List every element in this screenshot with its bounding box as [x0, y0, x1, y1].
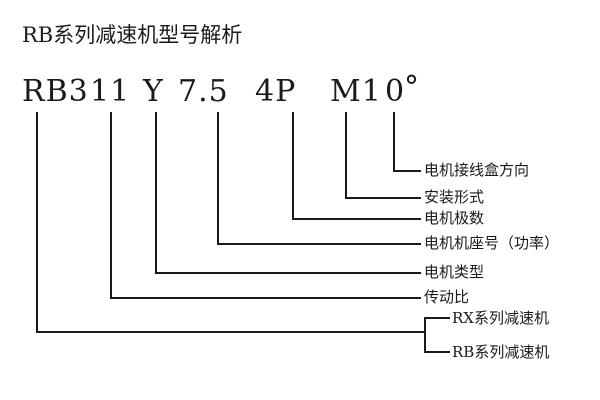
degree-sign-icon: °	[404, 70, 420, 105]
leader-vline-poles	[292, 112, 294, 220]
series-label-rb: RB系列减速机	[452, 343, 550, 361]
callout-label-motor-type: 电机类型	[424, 263, 485, 281]
model-token-mounting: M1	[330, 74, 382, 109]
callout-label-ratio: 传动比	[424, 288, 470, 306]
callout-label-mounting: 安装形式	[424, 188, 485, 206]
leader-hline-series	[36, 331, 426, 333]
label-dash-terminal-box-angle	[404, 170, 421, 172]
leader-hline-poles	[292, 218, 421, 220]
series-bracket-hline-rb	[424, 351, 450, 353]
callout-label-frame-size: 电机机座号（功率）	[424, 234, 560, 252]
leader-vline-frame-size	[217, 112, 219, 245]
model-token-poles: 4P	[255, 74, 297, 109]
leader-vline-motor-type	[155, 112, 157, 274]
series-label-rx: RX系列减速机	[452, 309, 549, 327]
leader-hline-ratio	[110, 297, 421, 299]
leader-vline-mounting	[345, 112, 347, 199]
model-token-terminal-box-angle: 0	[385, 74, 406, 109]
callout-label-terminal-box-angle: 电机接线盒方向	[424, 161, 530, 179]
leader-hline-motor-type	[155, 272, 421, 274]
leader-hline-frame-size	[217, 243, 421, 245]
leader-hline-mounting	[345, 197, 421, 199]
leader-vline-series	[36, 112, 38, 333]
model-token-frame-size: 7.5	[178, 74, 229, 109]
callout-label-poles: 电机极数	[424, 209, 485, 227]
leader-vline-terminal-box-angle	[393, 112, 395, 172]
model-token-ratio: 11	[90, 74, 131, 109]
model-code-row: RB3 11 Y 7.5 4P M1 0 °	[0, 70, 600, 110]
leader-vline-ratio	[110, 112, 112, 299]
model-token-motor-type: Y	[143, 74, 164, 109]
series-bracket-vline	[424, 317, 426, 353]
model-token-rb3: RB3	[22, 74, 89, 109]
series-bracket-hline-rx	[424, 317, 450, 319]
page-title: RB系列减速机型号解析	[22, 23, 243, 47]
